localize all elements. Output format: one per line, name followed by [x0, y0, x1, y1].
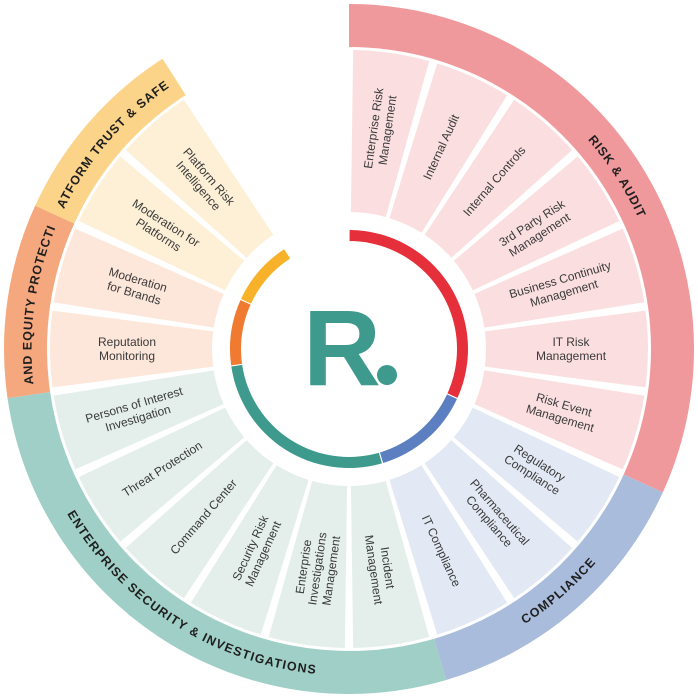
center-logo: R	[241, 241, 457, 457]
service-segment: EnterpriseInvestigationsManagement	[268, 480, 348, 648]
ring-arc-risk_audit	[349, 230, 469, 398]
logo-dot	[377, 365, 397, 385]
segment-wedge	[389, 465, 508, 635]
segment-wedge	[53, 228, 224, 328]
segment-wedge	[424, 99, 573, 258]
segment-wedge	[190, 465, 309, 635]
segment-wedge	[125, 99, 274, 258]
category-band-platform_trust	[35, 58, 186, 224]
segment-wedge	[389, 63, 508, 233]
segment-label-line: IT Risk	[552, 335, 590, 349]
segment-wedge	[78, 156, 245, 291]
category-band-enterprise_security	[7, 391, 447, 694]
segment-wedge	[49, 310, 214, 388]
service-segment: IncidentManagement	[350, 480, 430, 648]
segment-wedge	[350, 480, 430, 648]
segment-wedge	[424, 440, 573, 599]
segment-label-line: Management	[536, 349, 607, 363]
service-segment: Business ContinuityManagement	[474, 228, 645, 328]
segment-wedge	[350, 50, 430, 218]
segment-wedge	[78, 407, 245, 542]
segment-label-line: Monitoring	[99, 349, 155, 363]
service-segment: Enterprise RiskManagement	[350, 50, 430, 218]
segment-wedge	[453, 407, 620, 542]
segment-wedge	[474, 370, 645, 470]
segment-label-line: Reputation	[98, 335, 156, 349]
logo-disc	[241, 241, 457, 457]
category-band-compliance	[434, 474, 663, 681]
logo-letter: R	[303, 287, 381, 408]
service-segment: Internal Audit	[389, 63, 508, 233]
segment-label-line: Incident	[378, 546, 398, 590]
ring-arc-platform_trust	[241, 249, 294, 307]
segment-wedge	[268, 480, 348, 648]
service-segment: IT Compliance	[389, 465, 508, 635]
service-segment: Moderation forPlatforms	[78, 156, 245, 291]
service-segment: Moderationfor Brands	[53, 228, 224, 328]
category-band-brand_equity	[3, 205, 75, 399]
segment-wedge	[453, 156, 620, 291]
segment-wedge	[53, 370, 224, 470]
segment-wedge	[125, 440, 274, 599]
segment-wedge	[474, 228, 645, 328]
segment-wedge	[484, 310, 648, 388]
service-segment: Risk EventManagement	[474, 370, 645, 470]
service-segment: Persons of InterestInvestigation	[53, 370, 224, 470]
category-band-risk_audit	[349, 4, 694, 493]
